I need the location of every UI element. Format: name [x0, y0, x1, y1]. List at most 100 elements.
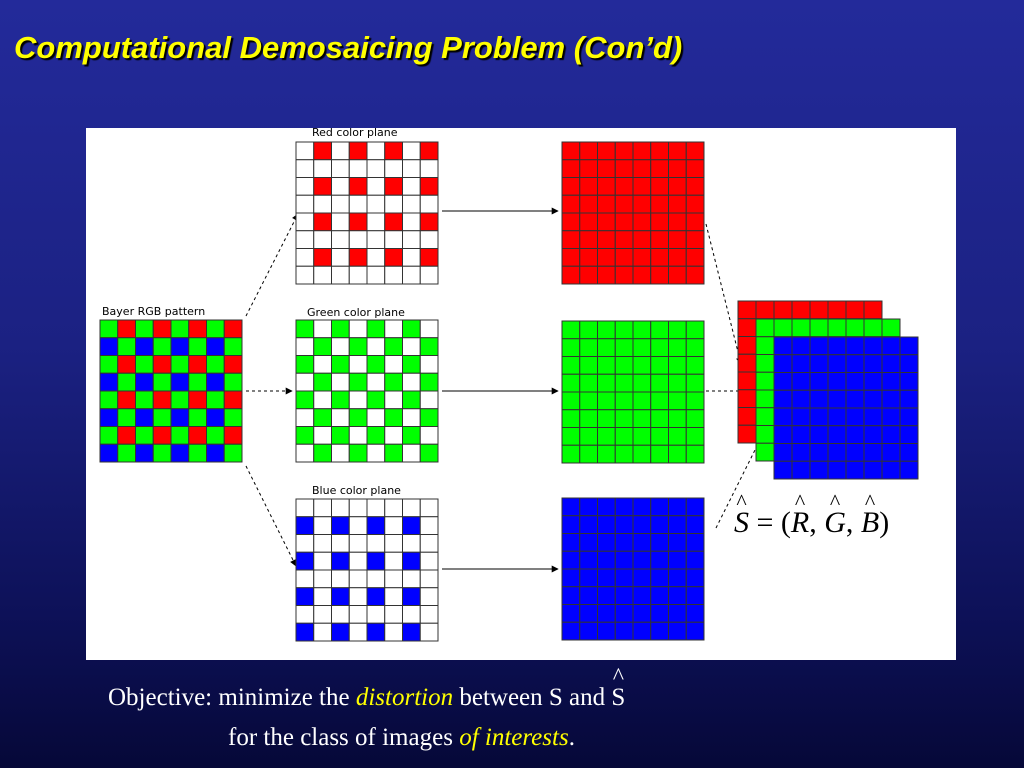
grid-cell [384, 230, 403, 249]
grid-cell [384, 498, 403, 518]
grid-cell [170, 408, 190, 427]
grid-cell [135, 337, 154, 356]
grid-cell [561, 177, 581, 196]
grid-cell [809, 425, 829, 444]
grid-cell [791, 372, 811, 391]
grid-cell [809, 407, 829, 427]
grid-cell [791, 443, 811, 462]
grid-cell [419, 212, 439, 232]
grid-cell [561, 373, 581, 393]
grid-cell [366, 372, 386, 392]
grid-cell [366, 534, 386, 553]
grid-cell [384, 622, 403, 642]
grid-cell [206, 443, 225, 463]
grid-cell [561, 444, 581, 464]
formula-equals: = [756, 506, 774, 539]
grid-cell [295, 390, 315, 410]
grid-cell [685, 373, 705, 393]
grid-cell [650, 604, 669, 623]
grid-cell [348, 159, 368, 178]
grid-cell [384, 390, 403, 410]
grid-cell [419, 569, 439, 589]
grid-cell [668, 356, 687, 375]
grid-cell [561, 320, 581, 340]
grid-cell [597, 141, 616, 161]
arrows-group [245, 207, 777, 573]
grid-cell [295, 443, 315, 463]
grid-cell [348, 355, 368, 374]
grid-cell [685, 177, 705, 196]
grid-cell [685, 427, 705, 446]
red-full-grid [561, 141, 705, 285]
grid-cell [827, 460, 847, 480]
grid-cell [755, 389, 775, 409]
grid-cell [668, 248, 687, 267]
grid-cell [117, 443, 136, 463]
grid-cell [755, 300, 775, 320]
formula-open-paren: ( [780, 506, 791, 539]
label-blue-plane: Blue color plane [312, 484, 401, 497]
grid-cell [384, 141, 403, 161]
grid-cell [685, 533, 705, 552]
grid-cell [685, 212, 705, 232]
grid-cell [809, 389, 829, 409]
grid-cell [313, 177, 332, 196]
grid-cell [827, 336, 847, 356]
grid-cell [773, 354, 793, 373]
grid-cell [668, 320, 687, 340]
grid-cell [685, 604, 705, 623]
grid-cell [791, 425, 811, 444]
grid-cell [668, 177, 687, 196]
grid-cell [402, 498, 421, 518]
grid-cell [295, 498, 315, 518]
grid-cell [561, 568, 581, 588]
grid-cell [668, 159, 687, 178]
grid-cell [419, 443, 439, 463]
grid-cell [579, 568, 598, 588]
grid-cell [773, 372, 793, 391]
grid-cell [632, 515, 652, 534]
grid-cell [223, 426, 243, 445]
grid-cell [366, 141, 386, 161]
grid-cell [206, 426, 225, 445]
grid-cell [579, 427, 598, 446]
grid-cell [863, 300, 883, 320]
grid-cell [348, 498, 368, 518]
grid-cell [402, 248, 421, 267]
grid-cell [295, 551, 315, 571]
grid-cell [188, 355, 207, 374]
grid-cell [685, 550, 705, 570]
grid-cell [845, 389, 865, 409]
grid-cell [402, 337, 421, 356]
grid-cell [313, 265, 332, 285]
grid-cell [313, 141, 332, 161]
grid-cell [863, 407, 883, 427]
grid-cell [632, 141, 652, 161]
grid-cell [668, 373, 687, 393]
grid-cell [632, 391, 652, 411]
grid-cell [295, 212, 315, 232]
grid-cell [650, 177, 669, 196]
grid-cell [313, 587, 332, 606]
grid-cell [419, 622, 439, 642]
grid-cell [419, 605, 439, 624]
grid-cell [366, 337, 386, 356]
grid-cell [881, 354, 901, 373]
grid-cell [366, 177, 386, 196]
grid-cell [845, 318, 865, 338]
grid-cell [402, 408, 421, 427]
grid-cell [773, 336, 793, 356]
grid-cell [579, 141, 598, 161]
grid-cell [99, 319, 119, 339]
grid-cell [135, 355, 154, 374]
grid-cell [170, 443, 190, 463]
grid-cell [809, 300, 829, 320]
grid-cell [791, 354, 811, 373]
grid-cell [348, 248, 368, 267]
grid-cell [597, 497, 616, 517]
caption-text-1a: Objective: minimize the [108, 684, 356, 711]
grid-cell [295, 587, 315, 606]
grid-cell [206, 337, 225, 356]
grid-cell [597, 568, 616, 588]
grid-cell [632, 427, 652, 446]
